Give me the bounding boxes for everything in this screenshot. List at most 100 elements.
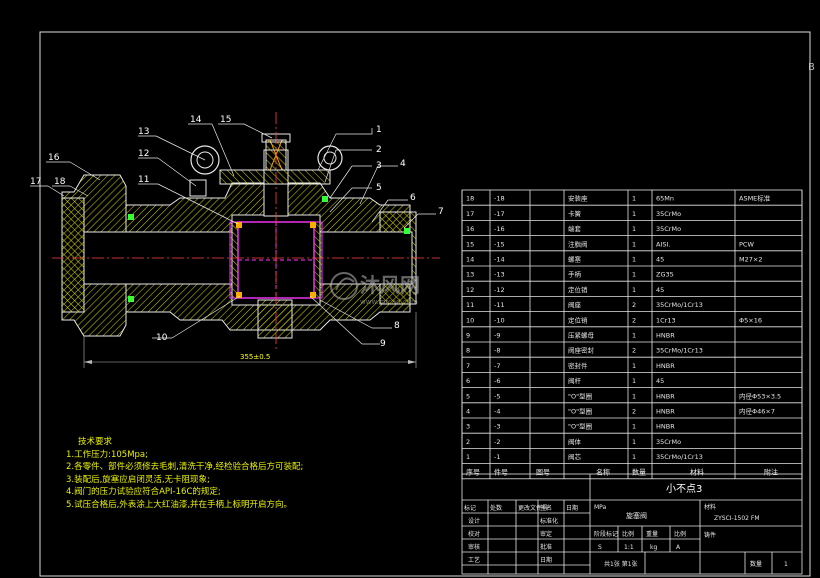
parts-cell: 2 xyxy=(632,301,636,309)
parts-cell: 1 xyxy=(632,195,636,203)
parts-cell: 35CrMo/1Cr13 xyxy=(656,301,703,309)
parts-cell: 13 xyxy=(466,271,474,279)
callout-7: 7 xyxy=(438,207,444,217)
stage-h1: 阶段标记 xyxy=(594,530,618,538)
parts-cell: -11 xyxy=(494,301,505,309)
sign-2: 校对 xyxy=(468,530,480,538)
stage-h4: 比例 xyxy=(674,530,686,538)
unit-label: MPa xyxy=(594,504,607,511)
watermark: 沐风网 www.mfcad.com xyxy=(330,272,420,306)
callout-1: 1 xyxy=(376,125,382,135)
parts-cell: 密封件 xyxy=(568,361,588,370)
cast-label: 铸件 xyxy=(704,531,716,539)
parts-cell: -6 xyxy=(494,377,500,385)
callout-12: 12 xyxy=(138,149,149,159)
parts-cell: 1 xyxy=(632,438,636,446)
parts-cell: 45 xyxy=(656,256,664,264)
parts-cell: HNBR xyxy=(656,392,675,400)
parts-cell: 1 xyxy=(632,392,636,400)
callout-5: 5 xyxy=(376,183,382,193)
parts-cell: -2 xyxy=(494,438,500,446)
parts-header-cell: 件号 xyxy=(494,467,508,476)
rev-h5: 日期 xyxy=(566,504,578,512)
callout-17: 17 xyxy=(30,177,41,187)
parts-cell: Φ5×16 xyxy=(739,316,762,324)
parts-cell: 阀体 xyxy=(568,437,582,446)
parts-cell: HNBR xyxy=(656,423,675,431)
stage-h2: 比例 xyxy=(622,530,634,538)
parts-cell: -1 xyxy=(494,453,500,461)
parts-cell: 阀芯 xyxy=(568,452,582,461)
parts-cell: 1 xyxy=(632,423,636,431)
sign-4: 工艺 xyxy=(468,556,480,564)
rev-h4: 签名 xyxy=(540,504,552,512)
sheet-text: 共1张 第1张 xyxy=(604,560,638,568)
valve-section-view: 355±0.5 xyxy=(52,112,440,368)
notes-title: 技术要求 xyxy=(78,437,113,447)
parts-cell: -5 xyxy=(494,392,500,400)
parts-cell: "O"型圈 xyxy=(568,422,592,431)
parts-cell: 35CrMo/1Cr13 xyxy=(656,347,703,355)
parts-cell: 端套 xyxy=(568,224,582,233)
parts-cell: 45 xyxy=(656,377,664,385)
parts-cell: 3 xyxy=(466,423,470,431)
callout-labels: 1 2 3 4 5 6 7 8 9 10 11 12 13 14 15 16 1… xyxy=(30,115,444,349)
parts-cell: 阀座密封 xyxy=(568,346,595,355)
parts-cell: -17 xyxy=(494,210,505,218)
parts-cell: 卡簧 xyxy=(568,209,582,218)
stage-v1: S xyxy=(598,544,602,551)
parts-cell: HNBR xyxy=(656,332,675,340)
callout-13: 13 xyxy=(138,127,149,137)
product-name: 旋塞阀 xyxy=(626,511,647,520)
callout-9: 9 xyxy=(380,339,386,349)
callout-15: 15 xyxy=(220,115,231,125)
parts-cell: 1 xyxy=(632,377,636,385)
drawing-border xyxy=(39,31,811,577)
parts-cell: 1 xyxy=(632,256,636,264)
rev-h3: 更改文件号 xyxy=(518,504,548,512)
parts-cell: 阀杆 xyxy=(568,376,582,385)
title-block xyxy=(461,473,803,575)
parts-cell: 定位销 xyxy=(568,285,588,294)
parts-cell: -14 xyxy=(494,256,505,264)
parts-cell: 16 xyxy=(466,225,474,233)
callout-16: 16 xyxy=(48,153,60,163)
parts-cell: M27×2 xyxy=(739,256,762,264)
frame-mark: B xyxy=(808,62,815,73)
parts-cell: 1 xyxy=(466,453,470,461)
parts-cell: 35CrMo xyxy=(656,210,681,218)
rev-h1: 标记 xyxy=(464,504,476,512)
overall-dimension: 355±0.5 xyxy=(240,353,270,361)
parts-cell: -9 xyxy=(494,332,500,340)
parts-cell: PCW xyxy=(739,240,754,248)
parts-cell: 17 xyxy=(466,210,474,218)
parts-cell: -18 xyxy=(494,195,505,203)
sign2-2: 审定 xyxy=(540,530,552,538)
count-value: 1 xyxy=(784,561,788,568)
material-label: 材料 xyxy=(704,503,716,511)
sign2-4: 日期 xyxy=(540,556,552,564)
callout-10: 10 xyxy=(156,333,168,343)
parts-cell: 10 xyxy=(466,316,474,324)
parts-cell: 1 xyxy=(632,453,636,461)
parts-header-cell: 数量 xyxy=(632,467,646,476)
parts-cell: 5 xyxy=(466,392,470,400)
parts-cell: HNBR xyxy=(656,408,675,416)
parts-cell: 6 xyxy=(466,377,470,385)
parts-cell: 螺塞 xyxy=(568,255,582,264)
parts-cell: 7 xyxy=(466,362,470,370)
parts-cell: -13 xyxy=(494,271,505,279)
parts-cell: 14 xyxy=(466,256,474,264)
parts-cell: -16 xyxy=(494,225,505,233)
parts-header-cell: 序号 xyxy=(466,467,480,476)
parts-cell: HNBR xyxy=(656,362,675,370)
parts-cell: ASME标准 xyxy=(739,194,771,203)
parts-cell: ZG35 xyxy=(656,271,674,279)
parts-list-table xyxy=(461,189,803,480)
parts-cell: 阀座 xyxy=(568,300,582,309)
stage-v2: 1:1 xyxy=(624,544,634,551)
note-3: 3.装配后,旋塞应启闭灵活,无卡阻现象; xyxy=(66,474,210,485)
parts-cell: 1 xyxy=(632,286,636,294)
